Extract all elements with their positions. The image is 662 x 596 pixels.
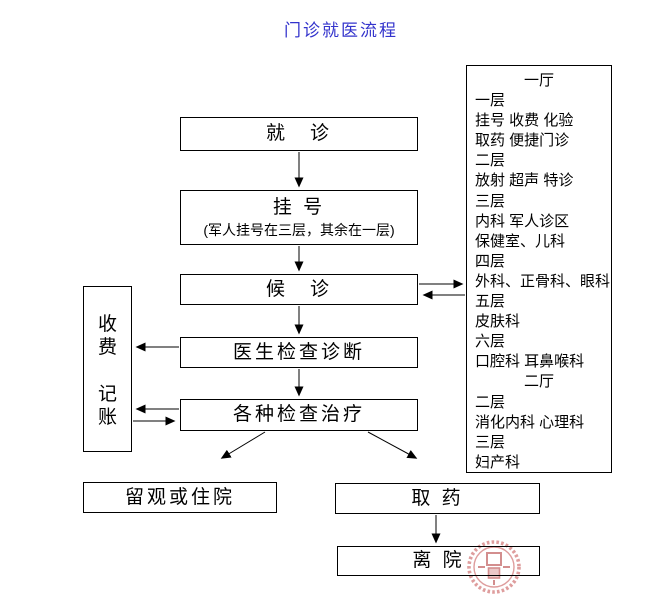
node-leave-hospital-label: 离 院 bbox=[412, 550, 465, 572]
directory-line: 一层 bbox=[475, 92, 506, 110]
directory-line: 三层 bbox=[475, 192, 506, 210]
node-treatments: 各种检查治疗 bbox=[180, 399, 418, 431]
directory-line: 五层 bbox=[475, 293, 506, 311]
fee-char-2: 费 bbox=[97, 337, 117, 358]
directory-line: 取药 便捷门诊 bbox=[475, 132, 570, 150]
directory-line: 二层 bbox=[475, 393, 506, 411]
directory-hall2-title: 二厅 bbox=[523, 373, 554, 391]
node-wait-label: 候 诊 bbox=[265, 278, 332, 300]
node-register-label: 挂 号 bbox=[272, 197, 326, 219]
node-doctor-exam: 医生检查诊断 bbox=[180, 337, 418, 368]
directory-line: 保健室、儿科 bbox=[475, 232, 566, 250]
node-treatments-label: 各种检查治疗 bbox=[232, 404, 365, 426]
node-visit: 就 诊 bbox=[180, 117, 418, 151]
directory-line: 消化内科 心理科 bbox=[475, 413, 585, 431]
fee-char-1: 收 bbox=[97, 314, 117, 335]
directory-line: 挂号 收费 化验 bbox=[475, 112, 574, 130]
directory-line: 内科 军人诊区 bbox=[475, 212, 570, 230]
directory-line: 放射 超声 特诊 bbox=[475, 172, 574, 190]
node-leave-hospital: 离 院 bbox=[337, 546, 540, 576]
arrow-treat-to-medicine bbox=[367, 431, 418, 459]
hospital-seal-icon bbox=[466, 539, 522, 595]
node-observe-or-admit-label: 留观或住院 bbox=[124, 486, 235, 508]
directory-line: 三层 bbox=[475, 433, 506, 451]
node-register: 挂 号 (军人挂号在三层，其余在一层) bbox=[180, 190, 418, 245]
directory-hall1-title: 一厅 bbox=[523, 72, 554, 89]
page-title: 门诊就医流程 bbox=[284, 21, 398, 40]
node-wait: 候 诊 bbox=[180, 274, 418, 305]
directory-line: 皮肤科 bbox=[475, 313, 521, 331]
node-take-medicine: 取 药 bbox=[335, 483, 540, 514]
directory-line: 六层 bbox=[475, 333, 506, 351]
fee-char-4: 账 bbox=[97, 407, 117, 428]
fee-char-3: 记 bbox=[97, 384, 117, 405]
node-visit-label: 就 诊 bbox=[265, 123, 332, 145]
directory-panel: 一厅 一层 挂号 收费 化验 取药 便捷门诊 二层 放射 超声 特诊 三层 内科… bbox=[466, 65, 612, 473]
node-doctor-exam-label: 医生检查诊断 bbox=[232, 341, 365, 363]
directory-line: 妇产科 bbox=[475, 453, 521, 471]
node-take-medicine-label: 取 药 bbox=[411, 487, 464, 509]
arrow-treat-to-observe bbox=[220, 431, 266, 459]
directory-line: 外科、正骨科、眼科 bbox=[475, 272, 611, 290]
node-register-note: (军人挂号在三层，其余在一层) bbox=[203, 221, 395, 238]
directory-line: 四层 bbox=[475, 252, 506, 270]
directory-line: 口腔科 耳鼻喉科 bbox=[475, 353, 585, 371]
directory-line: 二层 bbox=[475, 152, 506, 170]
node-fee-accounting: 收 费 记 账 bbox=[83, 286, 132, 452]
node-observe-or-admit: 留观或住院 bbox=[83, 482, 277, 513]
